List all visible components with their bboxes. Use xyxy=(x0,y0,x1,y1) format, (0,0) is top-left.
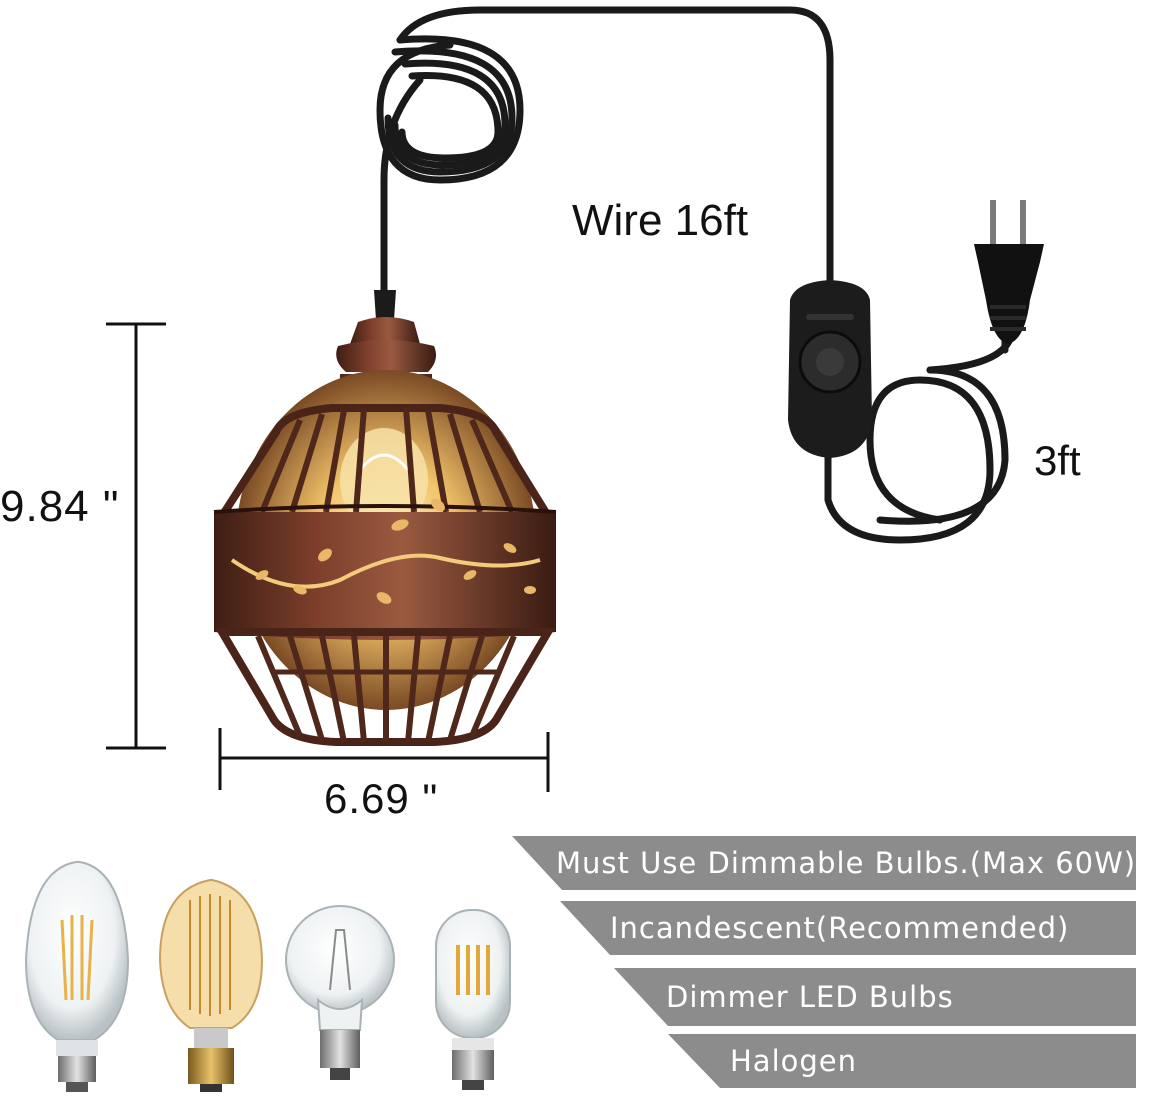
bulb-note-banner: Dimmer LED Bulbs xyxy=(614,968,1136,1026)
bulb-note-banner: Halogen xyxy=(668,1034,1136,1088)
bulb-note-text: Incandescent(Recommended) xyxy=(610,911,1070,945)
plug-cord-length-label: 3ft xyxy=(1034,437,1081,484)
width-dimension-line xyxy=(218,728,550,792)
plug-icon xyxy=(974,200,1044,344)
height-dimension-line xyxy=(106,322,166,750)
power-cord xyxy=(376,6,1016,544)
bulb-note-text: Dimmer LED Bulbs xyxy=(666,980,954,1014)
dimmer-switch-icon xyxy=(788,280,872,458)
t45-led-bulb-icon xyxy=(435,909,511,1090)
bulb-note-text: Halogen xyxy=(730,1044,858,1078)
edison-bulb-icon xyxy=(158,879,264,1092)
pendant-lamp xyxy=(213,290,557,746)
wire-length-label: Wire 16ft xyxy=(572,196,749,245)
st64-led-bulb-icon xyxy=(24,861,130,1092)
width-label: 6.69 " xyxy=(324,775,439,822)
bulb-note-banner: Must Use Dimmable Bulbs.(Max 60W) xyxy=(512,836,1136,890)
height-label: 9.84 " xyxy=(0,482,120,531)
bulb-note-text: Must Use Dimmable Bulbs.(Max 60W) xyxy=(556,846,1137,880)
a19-incandescent-bulb-icon xyxy=(285,905,395,1080)
bulb-note-banner: Incandescent(Recommended) xyxy=(560,901,1136,955)
